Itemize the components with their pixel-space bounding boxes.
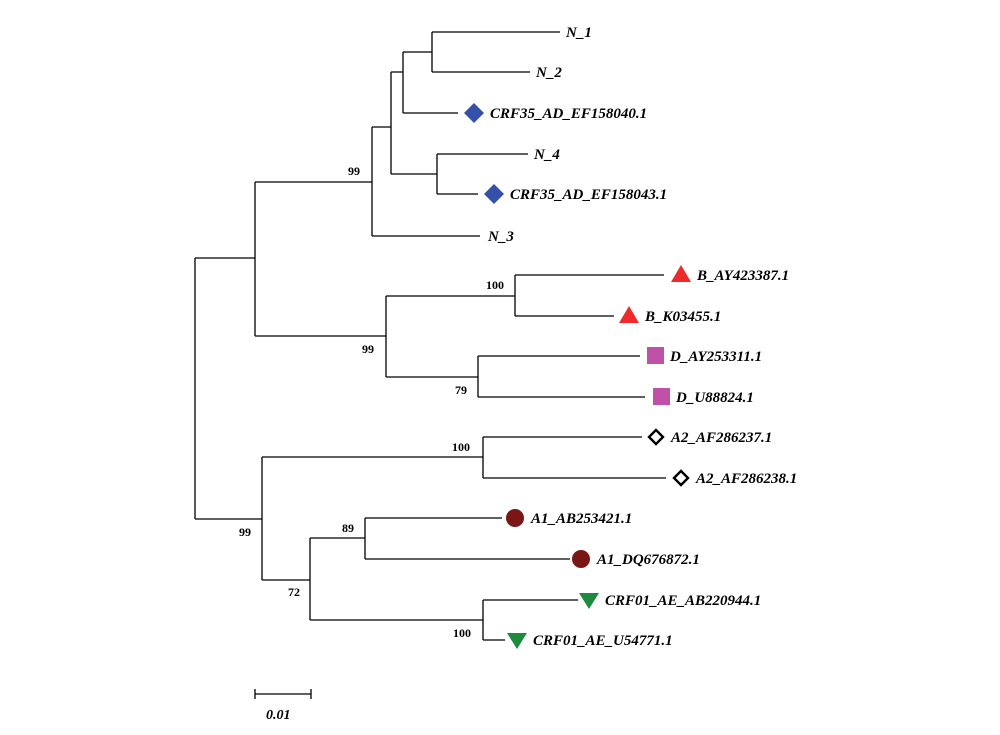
bootstrap-value: 100	[453, 626, 471, 640]
leaf-label: CRF35_AD_EF158040.1	[490, 106, 647, 122]
leaf-label: N_2	[535, 65, 562, 81]
triangle-up-icon	[671, 265, 691, 282]
tree-branch	[390, 71, 437, 175]
leaf-label: A2_AF286237.1	[670, 430, 772, 446]
leaf-label: B_AY423387.1	[696, 268, 789, 284]
leaf-label: N_4	[533, 147, 560, 163]
square-icon	[647, 347, 664, 364]
tree-branch	[309, 537, 483, 621]
leaf-n4: N_4	[533, 147, 560, 163]
bootstrap-value: 100	[452, 440, 470, 454]
leaf-b-k03455: B_K03455.1	[619, 306, 721, 325]
leaf-crf35-ad-ef158040: CRF35_AD_EF158040.1	[464, 103, 647, 123]
tree-branch	[477, 355, 645, 398]
open-diamond-icon	[647, 428, 665, 446]
tree-branch	[431, 31, 560, 73]
triangle-up-icon	[619, 306, 639, 323]
leaf-d-ay253311: D_AY253311.1	[647, 347, 762, 365]
circle-icon	[506, 509, 524, 527]
diamond-icon	[484, 184, 504, 204]
leaf-a2-af286237: A2_AF286237.1	[647, 428, 772, 446]
tree-branch	[482, 599, 578, 641]
bootstrap-value: 99	[348, 164, 360, 178]
tree-branch	[385, 295, 515, 378]
leaf-b-ay423387: B_AY423387.1	[671, 265, 789, 284]
triangle-down-icon	[507, 633, 527, 649]
leaf-a1-ab253421: A1_AB253421.1	[506, 509, 632, 527]
tree-branch	[402, 51, 458, 114]
bootstrap-value: 99	[239, 525, 251, 539]
leaf-label: CRF01_AE_U54771.1	[533, 633, 673, 649]
bootstrap-value: 89	[342, 521, 354, 535]
triangle-down-icon	[579, 593, 599, 609]
leaf-a1-dq676872: A1_DQ676872.1	[572, 550, 700, 568]
bootstrap-value: 100	[486, 278, 504, 292]
leaf-label: CRF35_AD_EF158043.1	[510, 187, 667, 203]
tree-branch	[254, 181, 386, 337]
leaf-label: CRF01_AE_AB220944.1	[605, 593, 761, 609]
bootstrap-value: 99	[362, 342, 374, 356]
leaf-label: A1_DQ676872.1	[596, 552, 700, 568]
leaf-d-u88824: D_U88824.1	[653, 388, 754, 406]
bootstrap-value: 72	[288, 585, 300, 599]
leaf-n3: N_3	[487, 229, 514, 245]
leaf-label: A2_AF286238.1	[695, 471, 797, 487]
leaf-label: D_AY253311.1	[669, 349, 762, 365]
leaf-a2-af286238: A2_AF286238.1	[672, 469, 797, 487]
tree-branch	[194, 257, 262, 520]
leaf-n2: N_2	[535, 65, 562, 81]
scale-bar: 0.01	[254, 689, 312, 723]
leaf-crf35-ad-ef158043: CRF35_AD_EF158043.1	[484, 184, 667, 204]
leaf-label: A1_AB253421.1	[530, 511, 632, 527]
leaf-label: D_U88824.1	[675, 390, 754, 406]
scale-bar-label: 0.01	[266, 708, 291, 723]
scale-bar-line	[254, 689, 312, 699]
tree-branch	[261, 456, 483, 581]
diamond-icon	[464, 103, 484, 123]
leaf-n1: N_1	[565, 25, 592, 41]
tree-branch	[371, 126, 480, 237]
open-diamond-icon	[672, 469, 690, 487]
circle-icon	[572, 550, 590, 568]
tree-branch	[436, 153, 528, 195]
leaf-label: N_3	[487, 229, 514, 245]
tree-branch	[514, 274, 664, 317]
leaf-label: B_K03455.1	[644, 309, 721, 325]
square-icon	[653, 388, 670, 405]
leaf-crf01-ae-u54771: CRF01_AE_U54771.1	[507, 633, 673, 649]
bootstrap-value: 79	[455, 383, 467, 397]
leaf-label: N_1	[565, 25, 592, 41]
leaf-crf01-ae-ab220944: CRF01_AE_AB220944.1	[579, 593, 761, 609]
tree-branch	[482, 436, 666, 479]
tree-branch	[364, 517, 570, 560]
